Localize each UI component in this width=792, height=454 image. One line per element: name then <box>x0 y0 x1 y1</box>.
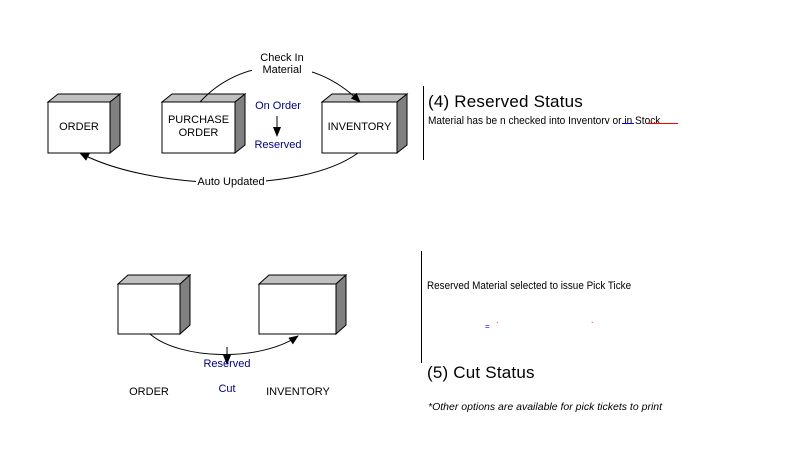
spellcheck-underline <box>648 123 678 124</box>
stray-mark: ` <box>496 321 499 330</box>
spellcheck-underline <box>622 123 634 124</box>
order-box-label: ORDER <box>59 121 99 133</box>
pick-ticket-note: *Other options are available for pick ti… <box>428 401 663 413</box>
cut-status-title: (5) Cut Status <box>427 363 535 382</box>
pick-ticket-description: Reserved Material selected to issue Pick… <box>427 280 632 292</box>
reserved-label-bottom: Reserved <box>203 358 251 370</box>
order-box-top <box>46 92 122 155</box>
cut-label: Cut <box>218 383 236 395</box>
purchase-order-box <box>160 92 247 155</box>
inventory-box-top <box>320 92 409 155</box>
divider-bottom <box>421 251 422 363</box>
purchase-order-label-line2: ORDER <box>178 127 219 139</box>
reserved-label-top: Reserved <box>254 139 302 151</box>
order-label-bottom: ORDER <box>129 386 169 398</box>
reserve-to-inventory-arrow <box>149 333 299 355</box>
inventory-box-label: INVENTORY <box>327 121 392 133</box>
inventory-box-bottom <box>257 273 348 336</box>
inventory-label-bottom: INVENTORY <box>266 386 330 398</box>
on-order-label: On Order <box>255 100 301 112</box>
reserved-status-description: Material has be n checked into Inventory… <box>428 115 661 124</box>
stray-mark: = <box>485 322 490 331</box>
divider-top <box>423 86 424 160</box>
reserved-status-title: (4) Reserved Status <box>428 92 583 111</box>
order-box-bottom <box>116 273 192 336</box>
stray-mark: ` <box>591 321 594 330</box>
auto-updated-label: Auto Updated <box>196 176 266 188</box>
check-in-label-line2: Material <box>252 64 312 76</box>
purchase-order-label-line1: PURCHASE <box>167 114 230 123</box>
check-in-label-line1: Check In <box>252 52 312 64</box>
